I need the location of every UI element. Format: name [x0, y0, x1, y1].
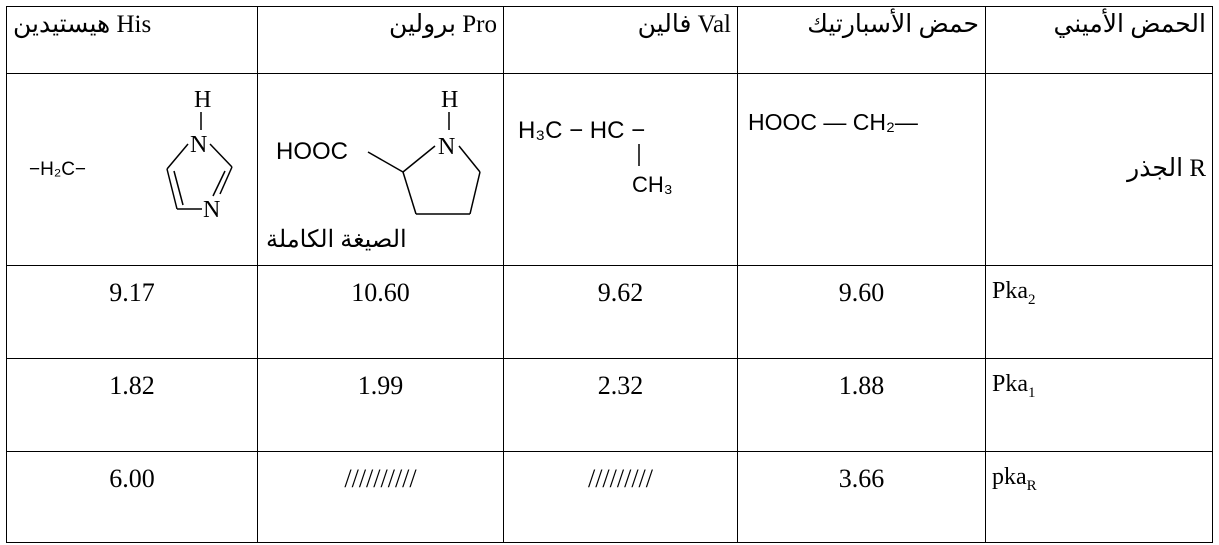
asp-pka2: 9.60: [737, 264, 986, 359]
header-val: فالين Val: [503, 6, 738, 74]
histidine-structure: H N −H₂C− N: [29, 87, 233, 223]
header-his: هيستيدين His: [6, 6, 258, 74]
val-pkar: /////////: [503, 450, 738, 543]
structure-row: H N −H₂C− N H N HOOC: [6, 73, 1213, 266]
pro-h-atom: H: [441, 87, 458, 113]
aspartic-structure: HOOC — CH₂—: [748, 109, 918, 135]
pro-structure-cell: H N HOOC الصيغة الكاملة: [257, 73, 504, 266]
r-group-label: الجذر R: [985, 73, 1213, 266]
val-chain: H₃C − HC −: [518, 117, 645, 144]
header-pro: برولين Pro: [257, 6, 504, 74]
his-pkar: 6.00: [6, 450, 258, 543]
val-pka2: 9.62: [503, 264, 738, 359]
val-structure-cell: H₃C − HC − CH₃: [503, 73, 738, 266]
pkar-row: 6.00 ////////// ///////// 3.66 pkaR: [6, 450, 1213, 543]
his-pka1: 1.82: [6, 357, 258, 452]
pka2-row: 9.17 10.60 9.62 9.60 Pka2: [6, 264, 1213, 359]
val-pka1: 2.32: [503, 357, 738, 452]
header-row: هيستيدين His برولين Pro فالين Val حمض ال…: [6, 6, 1213, 74]
his-h-atom: H: [194, 87, 211, 113]
his-pka2: 9.17: [6, 264, 258, 359]
pro-pka1: 1.99: [257, 357, 504, 452]
amino-acid-table: هيستيدين His برولين Pro فالين Val حمض ال…: [6, 6, 1213, 543]
val-ch3: CH₃: [632, 172, 673, 197]
valine-structure: H₃C − HC − CH₃: [518, 117, 673, 197]
pro-pka2: 10.60: [257, 264, 504, 359]
pka1-row: 1.82 1.99 2.32 1.88 Pka1: [6, 357, 1213, 452]
pkar-label: pkaR: [985, 450, 1213, 543]
his-n1-atom: N: [190, 132, 207, 158]
his-structure-cell: H N −H₂C− N: [6, 73, 258, 266]
pro-hooc: HOOC: [276, 138, 348, 165]
his-side-chain: −H₂C−: [29, 159, 86, 180]
pro-caption: الصيغة الكاملة: [266, 227, 407, 254]
asp-structure-cell: HOOC — CH₂—: [737, 73, 986, 266]
header-amino-acid: الحمض الأميني: [985, 6, 1213, 74]
header-asp: حمض الأسبارتيك: [737, 6, 986, 74]
pro-pkar: //////////: [257, 450, 504, 543]
his-n2-atom: N: [203, 197, 220, 223]
pka2-label: Pka2: [985, 264, 1213, 359]
proline-structure: H N HOOC: [276, 87, 481, 215]
asp-pka1: 1.88: [737, 357, 986, 452]
pka1-label: Pka1: [985, 357, 1213, 452]
asp-chain: HOOC — CH₂—: [748, 109, 918, 135]
pro-n-atom: N: [438, 134, 455, 160]
asp-pkar: 3.66: [737, 450, 986, 543]
